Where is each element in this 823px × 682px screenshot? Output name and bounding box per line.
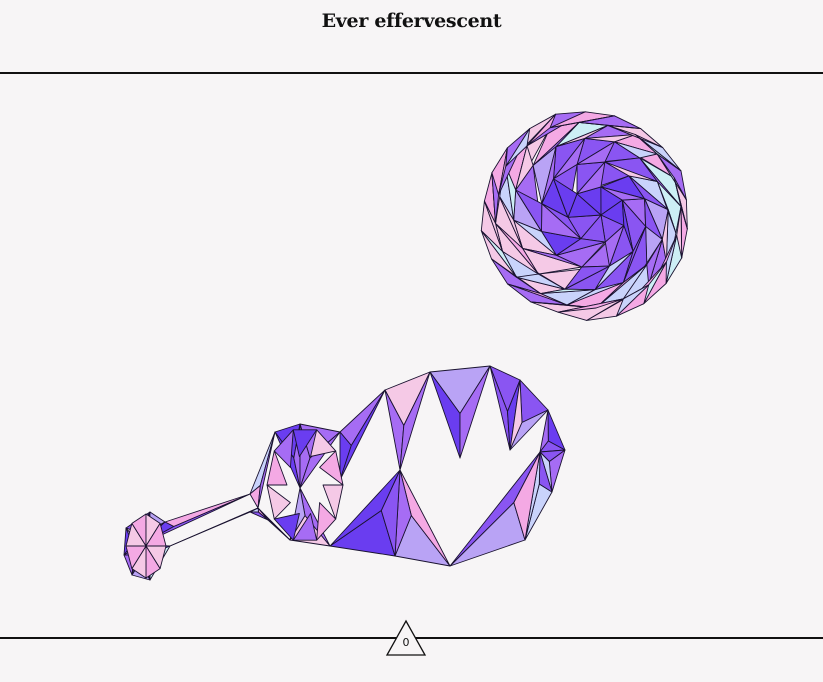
facet bbox=[607, 124, 664, 149]
top-divider bbox=[0, 72, 823, 74]
facet bbox=[316, 502, 337, 541]
facet bbox=[322, 484, 344, 520]
facet bbox=[604, 161, 658, 182]
facet bbox=[594, 250, 634, 291]
facet bbox=[339, 389, 386, 446]
facet bbox=[621, 199, 634, 252]
facet bbox=[576, 141, 615, 165]
facet bbox=[622, 226, 647, 283]
facet bbox=[676, 206, 683, 259]
facet bbox=[564, 265, 610, 290]
facet bbox=[498, 147, 508, 196]
facet bbox=[639, 157, 682, 207]
facet bbox=[292, 429, 318, 457]
score-counter[interactable]: 0 bbox=[385, 619, 427, 657]
facet bbox=[519, 379, 549, 423]
facet bbox=[530, 301, 597, 309]
facet bbox=[459, 365, 491, 459]
faceted-sphere[interactable] bbox=[480, 111, 688, 321]
facet bbox=[673, 177, 688, 230]
facet bbox=[505, 165, 517, 221]
facet bbox=[515, 189, 543, 232]
counter-value: 0 bbox=[402, 636, 410, 649]
facet bbox=[549, 115, 615, 129]
facet bbox=[292, 513, 318, 541]
facet bbox=[644, 198, 663, 240]
facet bbox=[522, 247, 583, 268]
facet bbox=[273, 513, 300, 541]
facet bbox=[541, 146, 557, 205]
facet bbox=[526, 113, 557, 147]
triangle-icon bbox=[385, 619, 427, 656]
facet bbox=[266, 450, 288, 486]
facet bbox=[329, 469, 401, 547]
facet bbox=[339, 389, 386, 481]
facet bbox=[555, 124, 609, 148]
facet bbox=[319, 450, 344, 486]
page-title: Ever effervescent bbox=[321, 10, 502, 32]
facet bbox=[541, 203, 582, 240]
facet bbox=[266, 484, 291, 520]
facet bbox=[498, 194, 524, 249]
facet bbox=[164, 493, 251, 527]
facet bbox=[615, 284, 650, 317]
facet bbox=[584, 134, 636, 143]
facet bbox=[509, 409, 549, 451]
facet bbox=[600, 186, 646, 201]
facet bbox=[449, 451, 541, 567]
facet bbox=[449, 502, 526, 567]
facet bbox=[643, 261, 667, 305]
facet bbox=[656, 181, 678, 236]
facet bbox=[656, 153, 687, 201]
facet bbox=[557, 298, 624, 313]
facet bbox=[480, 230, 517, 278]
facet bbox=[145, 522, 167, 547]
facet bbox=[515, 145, 534, 191]
facet bbox=[661, 209, 669, 263]
facet bbox=[273, 429, 294, 468]
faceted-gourd[interactable] bbox=[123, 365, 566, 581]
facet bbox=[540, 288, 596, 295]
facet bbox=[665, 234, 678, 284]
facet bbox=[646, 238, 663, 286]
facet bbox=[628, 175, 669, 211]
facet bbox=[614, 141, 658, 159]
facet bbox=[399, 371, 431, 471]
facet bbox=[553, 178, 578, 218]
facet bbox=[576, 161, 606, 195]
facet bbox=[516, 273, 566, 290]
facet bbox=[310, 429, 337, 457]
facet bbox=[491, 172, 500, 224]
facet bbox=[553, 137, 586, 180]
facet bbox=[505, 128, 531, 167]
facet bbox=[257, 431, 276, 509]
facet bbox=[507, 283, 568, 306]
facet bbox=[532, 121, 580, 166]
facet bbox=[634, 134, 682, 172]
facet bbox=[604, 225, 625, 267]
facet bbox=[513, 219, 557, 256]
facet bbox=[555, 238, 606, 256]
facet bbox=[578, 121, 642, 130]
facet bbox=[483, 200, 503, 252]
facet bbox=[169, 507, 259, 547]
facet bbox=[595, 264, 648, 309]
facet bbox=[495, 222, 539, 275]
facet bbox=[566, 282, 624, 306]
